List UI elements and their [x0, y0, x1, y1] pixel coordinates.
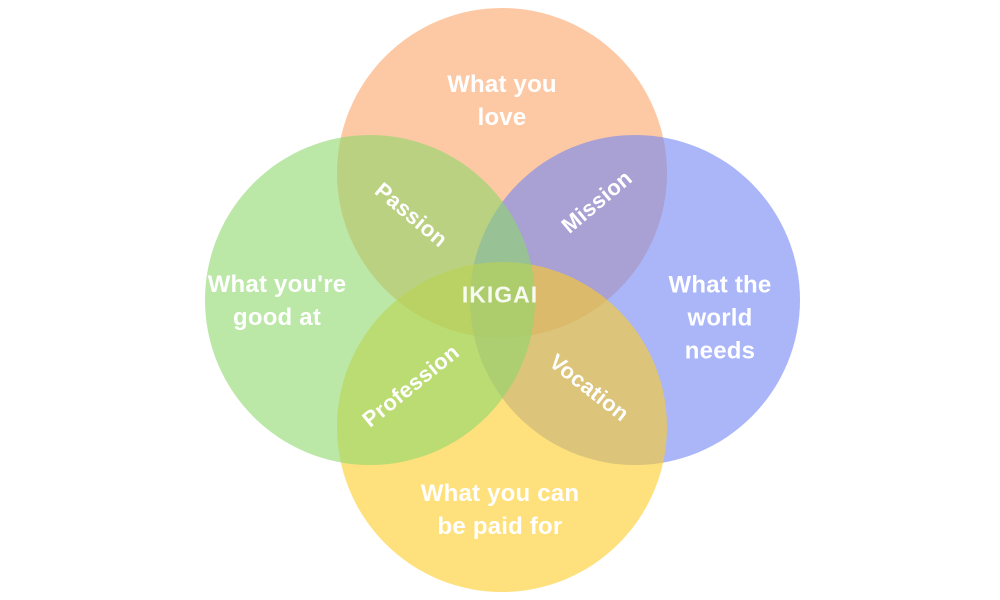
- label-what-you-can-be-paid-for: What you can be paid for: [420, 480, 580, 540]
- circle-what-youre-good-at: [205, 135, 535, 465]
- label-what-the-world-needs: What the world needs: [668, 271, 772, 365]
- ikigai-center-label: IKIGAI: [461, 281, 539, 308]
- label-what-youre-good-at: What you're good at: [207, 271, 347, 331]
- label-what-you-love: What you love: [447, 71, 557, 131]
